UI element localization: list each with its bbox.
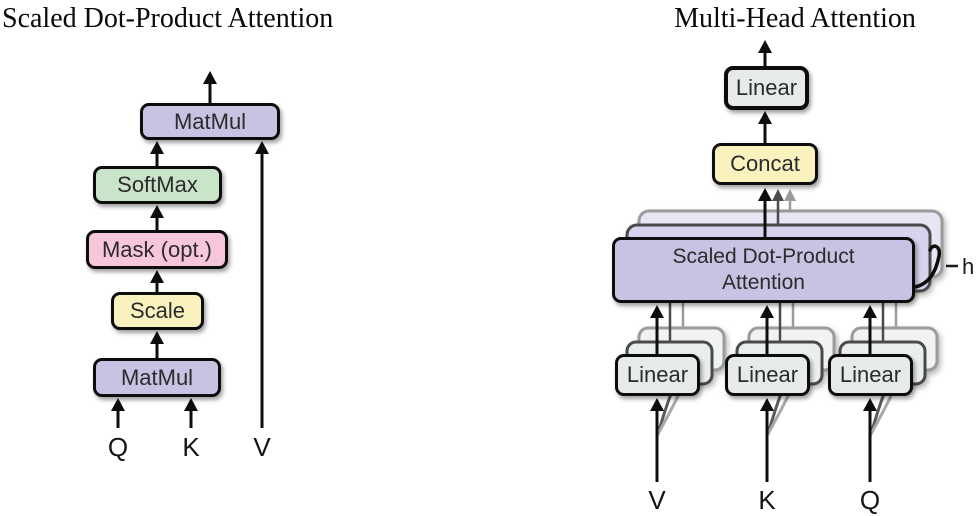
input-label-v-right: V: [648, 485, 666, 515]
sdpa-text-line1: Scaled Dot-Product: [672, 244, 855, 268]
arrow-linear-v-to-sdpa: [650, 305, 664, 354]
node-linear-k: Linear: [725, 354, 810, 396]
node-mask: Mask (opt.): [86, 230, 228, 269]
arrow-softmax-to-matmul: [150, 141, 164, 166]
node-softmax: SoftMax: [93, 166, 222, 204]
arrow-linear-q-to-sdpa: [863, 305, 877, 354]
node-matmul-bottom: MatMul: [93, 358, 221, 397]
node-linear-top: Linear: [724, 66, 809, 110]
right-arrows: [650, 40, 877, 482]
arrow-output-right: [758, 40, 772, 66]
arrow-input-k: [184, 398, 198, 428]
arrow-mask-to-softmax: [150, 205, 164, 230]
node-linear-q: Linear: [828, 354, 913, 396]
node-concat: Concat: [712, 143, 818, 185]
arrow-sdpa-back-to-concat: [784, 189, 796, 211]
arrow-sdpa-to-concat: [758, 188, 772, 237]
input-label-k-right: K: [758, 485, 776, 515]
input-label-q-left: Q: [107, 432, 129, 462]
arrow-input-v: [255, 141, 269, 428]
arrow-concat-to-linear: [758, 111, 772, 143]
input-label-q-right: Q: [859, 485, 881, 515]
right-title: Multi-Head Attention: [674, 3, 916, 34]
left-title: Scaled Dot-Product Attention: [2, 3, 334, 34]
arrow-sdpa-mid-to-concat: [772, 189, 784, 225]
node-linear-v: Linear: [615, 354, 700, 396]
arrow-scale-to-mask: [150, 270, 164, 292]
arrow-linear-k-to-sdpa: [760, 305, 774, 354]
left-arrows: [111, 71, 269, 428]
node-scaled-dot-product-attention: Scaled Dot-Product Attention: [612, 237, 915, 303]
sdpa-text-line2: Attention: [722, 271, 805, 294]
heads-count-label: h: [962, 254, 975, 279]
node-scale: Scale: [111, 292, 204, 330]
input-label-k-left: K: [182, 432, 200, 462]
arrow-output-left: [203, 71, 217, 103]
arrow-input-k-right: [760, 398, 774, 482]
arrow-input-v-right: [650, 398, 664, 482]
stack-risers: [668, 298, 898, 342]
arrow-matmul-to-scale: [150, 331, 164, 358]
arrow-input-q: [111, 398, 125, 428]
node-matmul-top: MatMul: [140, 103, 280, 140]
input-label-v-left: V: [253, 432, 271, 462]
stack-arrows-to-concat: [772, 189, 796, 225]
arrow-input-q-right: [863, 398, 877, 482]
